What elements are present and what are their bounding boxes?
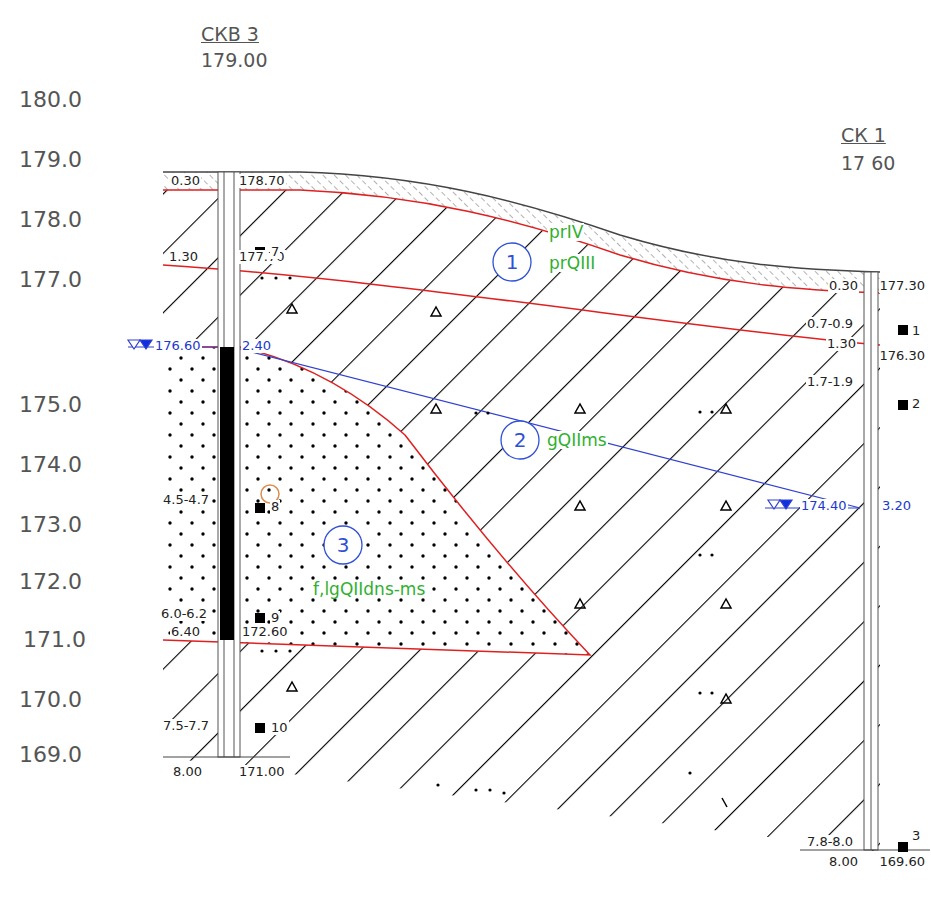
scale-value: 174.0 bbox=[18, 453, 83, 477]
sample-depth: 4.5-4.7 bbox=[162, 493, 210, 507]
scale-value: 171.0 bbox=[22, 628, 87, 652]
borehole-elevation: 179.00 bbox=[200, 50, 268, 71]
stratum-circle: 1 bbox=[492, 242, 532, 282]
borehole-name: СКВ 3 bbox=[200, 24, 260, 45]
water-elevation: 176.60 bbox=[154, 339, 202, 353]
water-depth: 3.20 bbox=[881, 499, 912, 513]
depth-value: 1.30 bbox=[168, 250, 199, 264]
scale-value: 177.0 bbox=[18, 268, 83, 292]
scale-value: 170.0 bbox=[18, 688, 83, 712]
elevation-value: 177.30 bbox=[879, 279, 927, 293]
stratum-index: f,lgQIIdns-ms bbox=[312, 580, 426, 599]
depth-value: 8.00 bbox=[172, 765, 203, 779]
water-elevation: 174.40 bbox=[800, 499, 848, 513]
sample-number: 1 bbox=[911, 324, 921, 338]
scale-value: 173.0 bbox=[18, 513, 83, 537]
depth-value: 8.00 bbox=[828, 855, 859, 869]
sand-lens bbox=[163, 347, 590, 655]
elevation-value: 171.00 bbox=[238, 765, 286, 779]
sample-number: 7 bbox=[270, 245, 280, 259]
borehole-1 bbox=[800, 272, 930, 850]
stratum-number: 3 bbox=[323, 525, 363, 565]
stratum-index: prIV bbox=[548, 223, 584, 242]
borehole-elevation: 17 60 bbox=[840, 153, 896, 174]
scale-value: 178.0 bbox=[18, 208, 83, 232]
sample-depth: 1.7-1.9 bbox=[806, 375, 854, 389]
elevation-value: 172.60 bbox=[241, 625, 289, 639]
scale-value: 180.0 bbox=[18, 88, 83, 112]
scale-value: 175.0 bbox=[18, 393, 83, 417]
sample-depth: 7.5-7.7 bbox=[162, 719, 210, 733]
stratum-circle: 3 bbox=[323, 525, 363, 565]
sample-depth: 6.0-6.2 bbox=[160, 607, 208, 621]
borehole-3 bbox=[163, 172, 290, 757]
scale-value: 169.0 bbox=[18, 743, 83, 767]
stratum-number: 1 bbox=[492, 242, 532, 282]
elevation-value: 178.70 bbox=[238, 174, 286, 188]
elevation-value: 176.30 bbox=[879, 349, 927, 363]
scale-value: 172.0 bbox=[18, 570, 83, 594]
layer-boundaries bbox=[163, 190, 880, 655]
sand-dots bbox=[260, 276, 713, 794]
sample-depth: 7.8-8.0 bbox=[806, 835, 854, 849]
stratum-index: gQIIms bbox=[546, 431, 608, 450]
scale-value: 179.0 bbox=[18, 148, 83, 172]
sample-number: 3 bbox=[911, 829, 921, 843]
loam-layers bbox=[163, 190, 880, 852]
sample-number: 2 bbox=[911, 397, 921, 411]
stratum-number: 2 bbox=[500, 420, 540, 460]
sample-number: 10 bbox=[270, 721, 289, 735]
stratum-index: prQIII bbox=[548, 254, 596, 273]
sample-number: 8 bbox=[270, 500, 280, 514]
gravel-symbols bbox=[287, 304, 731, 807]
borehole-name: СК 1 bbox=[840, 125, 887, 146]
sample-markers bbox=[255, 247, 908, 852]
depth-value: 6.40 bbox=[170, 625, 201, 639]
depth-value: 1.30 bbox=[826, 337, 857, 351]
sample-number: 9 bbox=[270, 611, 280, 625]
water-depth: 2.40 bbox=[241, 339, 272, 353]
stratum-circle: 2 bbox=[500, 420, 540, 460]
depth-value: 0.30 bbox=[170, 174, 201, 188]
sample-depth: 0.7-0.9 bbox=[806, 317, 854, 331]
elevation-value: 169.60 bbox=[879, 855, 927, 869]
depth-value: 0.30 bbox=[828, 279, 859, 293]
